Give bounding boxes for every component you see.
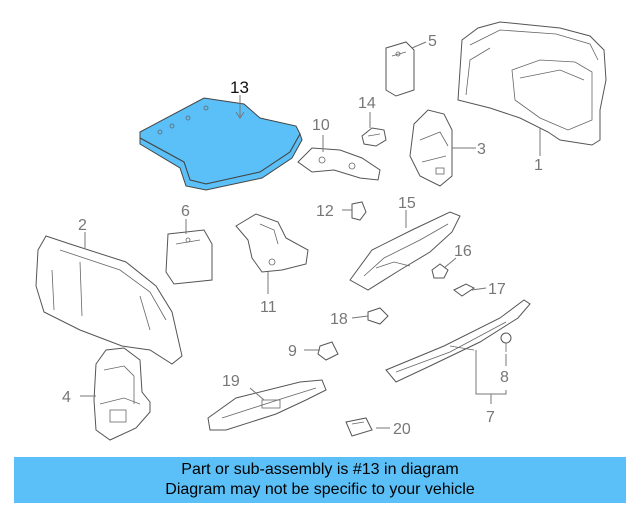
part-5-trim-cover — [385, 41, 415, 97]
callout-5: 5 — [428, 33, 437, 50]
part-14-clip — [361, 127, 387, 147]
part-1-quarter-trim — [457, 21, 607, 146]
callout-labels: 1 2 3 4 5 6 7 8 9 10 11 12 13 14 15 16 1… — [62, 33, 543, 438]
callout-10: 10 — [312, 117, 330, 134]
part-13-cargo-floor — [139, 97, 303, 191]
callout-11: 11 — [260, 299, 277, 316]
callout-17: 17 — [488, 281, 506, 298]
part-7-sill-plate — [385, 299, 531, 383]
callout-14: 14 — [358, 95, 376, 112]
callout-1: 1 — [534, 157, 543, 174]
part-3-cover — [409, 109, 453, 187]
part-15-trim-panel — [349, 211, 461, 291]
callout-8: 8 — [500, 369, 509, 386]
part-11-bracket — [235, 213, 309, 273]
part-10-bracket — [297, 147, 381, 181]
part-9-clip — [317, 341, 339, 361]
callout-19: 19 — [222, 373, 240, 390]
part-2-side-trim — [35, 235, 183, 365]
part-20-handle — [345, 417, 373, 437]
callout-15: 15 — [398, 195, 416, 212]
callout-12: 12 — [316, 203, 334, 220]
part-4-storage-bin — [93, 347, 151, 441]
callout-2: 2 — [78, 217, 87, 234]
callout-20: 20 — [393, 421, 411, 438]
info-banner: Part or sub-assembly is #13 in diagram D… — [14, 457, 626, 503]
part-6-plate — [165, 229, 213, 285]
callout-9: 9 — [288, 343, 297, 360]
callout-3: 3 — [477, 141, 486, 158]
callout-18: 18 — [330, 311, 348, 328]
callout-4: 4 — [62, 389, 71, 406]
callout-13: 13 — [230, 78, 249, 97]
part-18-clip — [367, 307, 389, 325]
banner-line-part-number: Part or sub-assembly is #13 in diagram — [181, 461, 459, 478]
part-17-clip — [453, 283, 475, 297]
callout-16: 16 — [454, 243, 472, 260]
callout-6: 6 — [181, 203, 190, 220]
banner-line-disclaimer: Diagram may not be specific to your vehi… — [165, 481, 475, 498]
leader-lines — [80, 41, 541, 429]
part-19-cover — [207, 379, 327, 431]
callout-7: 7 — [486, 409, 495, 426]
parts-diagram: 1 2 3 4 5 6 7 8 9 10 11 12 13 14 15 16 1… — [35, 21, 607, 441]
part-12-clip — [351, 201, 367, 221]
part-8-push-pin — [500, 332, 512, 352]
